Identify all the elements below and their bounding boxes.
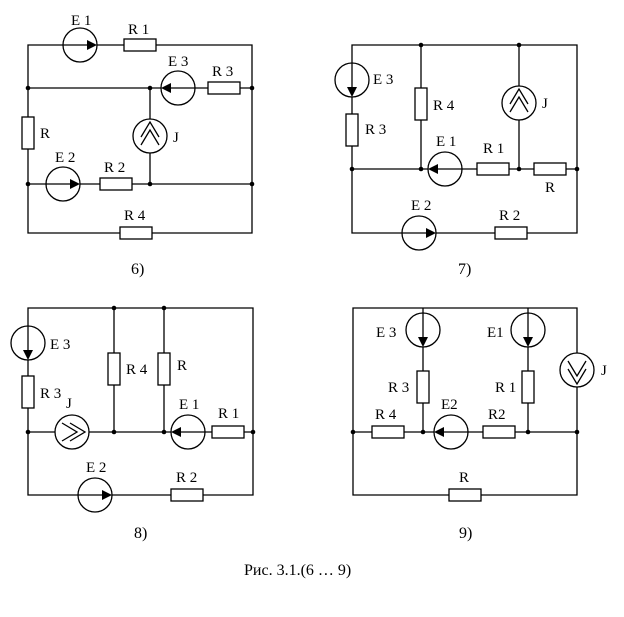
label-r3: R 3	[40, 386, 61, 402]
circuit-number: 6)	[131, 261, 144, 278]
circuit-8: E 3 R 3 J R 4 R E 1 R 1 E 2 R 2 8)	[10, 305, 256, 542]
circuit-number: 8)	[134, 525, 147, 542]
label-e2: E 2	[411, 198, 431, 214]
circuit-6: E 1 R 1 E 3 R 3 R J E 2 R 2 R 4 6)	[21, 13, 255, 278]
circuit-7: E 3 R 3 R 4 J E 1 R 1 R E 2 R 2 7)	[334, 42, 580, 278]
emf-source-e3	[160, 70, 196, 106]
resistor-r2	[170, 488, 204, 502]
resistor-r1	[211, 425, 245, 439]
circuit-number: 9)	[459, 525, 472, 542]
resistor-r	[157, 352, 171, 386]
current-source-j	[501, 85, 537, 121]
resistor-r2	[482, 425, 516, 439]
emf-source-e1	[427, 151, 463, 187]
resistor-r2	[99, 177, 133, 191]
label-e3: E 3	[376, 325, 396, 341]
resistor-r3	[21, 375, 35, 409]
label-e2: E 2	[55, 150, 75, 166]
label-r: R	[459, 470, 469, 486]
label-r1: R 1	[483, 141, 504, 157]
resistor-r1	[521, 370, 535, 404]
current-source-j	[54, 414, 90, 450]
label-r4: R 4	[124, 208, 146, 224]
resistor-r4	[414, 87, 428, 121]
resistor-r1	[123, 38, 157, 52]
emf-source-e3	[405, 312, 441, 348]
label-r1: R 1	[128, 22, 149, 38]
figure-caption: Рис. 3.1.(6 … 9)	[244, 562, 351, 579]
label-e2: E 2	[86, 460, 106, 476]
resistor-r	[21, 116, 35, 150]
label-r: R	[177, 358, 187, 374]
emf-source-e2	[433, 414, 469, 450]
current-source-j	[559, 352, 595, 388]
resistor-r3	[416, 370, 430, 404]
label-e1: E 1	[71, 13, 91, 29]
label-e3: E 3	[50, 337, 70, 353]
label-j: J	[66, 396, 72, 412]
label-e3: E 3	[373, 72, 393, 88]
resistor-r3	[207, 81, 241, 95]
label-e2: E2	[441, 397, 458, 413]
label-r1: R 1	[495, 380, 516, 396]
current-source-j	[132, 118, 168, 154]
emf-source-e2	[77, 477, 113, 513]
circuit-number: 7)	[458, 261, 471, 278]
label-r2: R 2	[176, 470, 197, 486]
label-e3: E 3	[168, 54, 188, 70]
label-r3: R 3	[388, 380, 409, 396]
label-r3: R 3	[212, 64, 233, 80]
label-r4: R 4	[433, 98, 455, 114]
circuit-9: E 3 E1 J R 3 R 1 R 4 E2 R2 R 9)	[350, 307, 607, 542]
emf-source-e1	[510, 312, 546, 348]
resistor-r2	[494, 226, 528, 240]
label-r4: R 4	[375, 407, 397, 423]
emf-source-e3	[334, 62, 370, 98]
emf-source-e1	[170, 414, 206, 450]
label-e1: E1	[487, 325, 504, 341]
emf-source-e2	[45, 166, 81, 202]
label-r2: R2	[488, 407, 506, 423]
resistor-r4	[107, 352, 121, 386]
label-j: J	[542, 96, 548, 112]
resistor-r	[448, 488, 482, 502]
label-r4: R 4	[126, 362, 148, 378]
label-j: J	[601, 363, 607, 379]
label-r3: R 3	[365, 122, 386, 138]
label-j: J	[173, 130, 179, 146]
label-r: R	[545, 180, 555, 196]
label-e1: E 1	[436, 134, 456, 150]
emf-source-e3	[10, 325, 46, 361]
resistor-r	[533, 162, 567, 176]
label-r2: R 2	[499, 208, 520, 224]
emf-source-e2	[401, 215, 437, 251]
label-r: R	[40, 126, 50, 142]
label-r1: R 1	[218, 406, 239, 422]
resistor-r1	[476, 162, 510, 176]
label-e1: E 1	[179, 397, 199, 413]
resistor-r4	[371, 425, 405, 439]
emf-source-e1	[62, 27, 98, 63]
label-r2: R 2	[104, 160, 125, 176]
resistor-r3	[345, 113, 359, 147]
resistor-r4	[119, 226, 153, 240]
